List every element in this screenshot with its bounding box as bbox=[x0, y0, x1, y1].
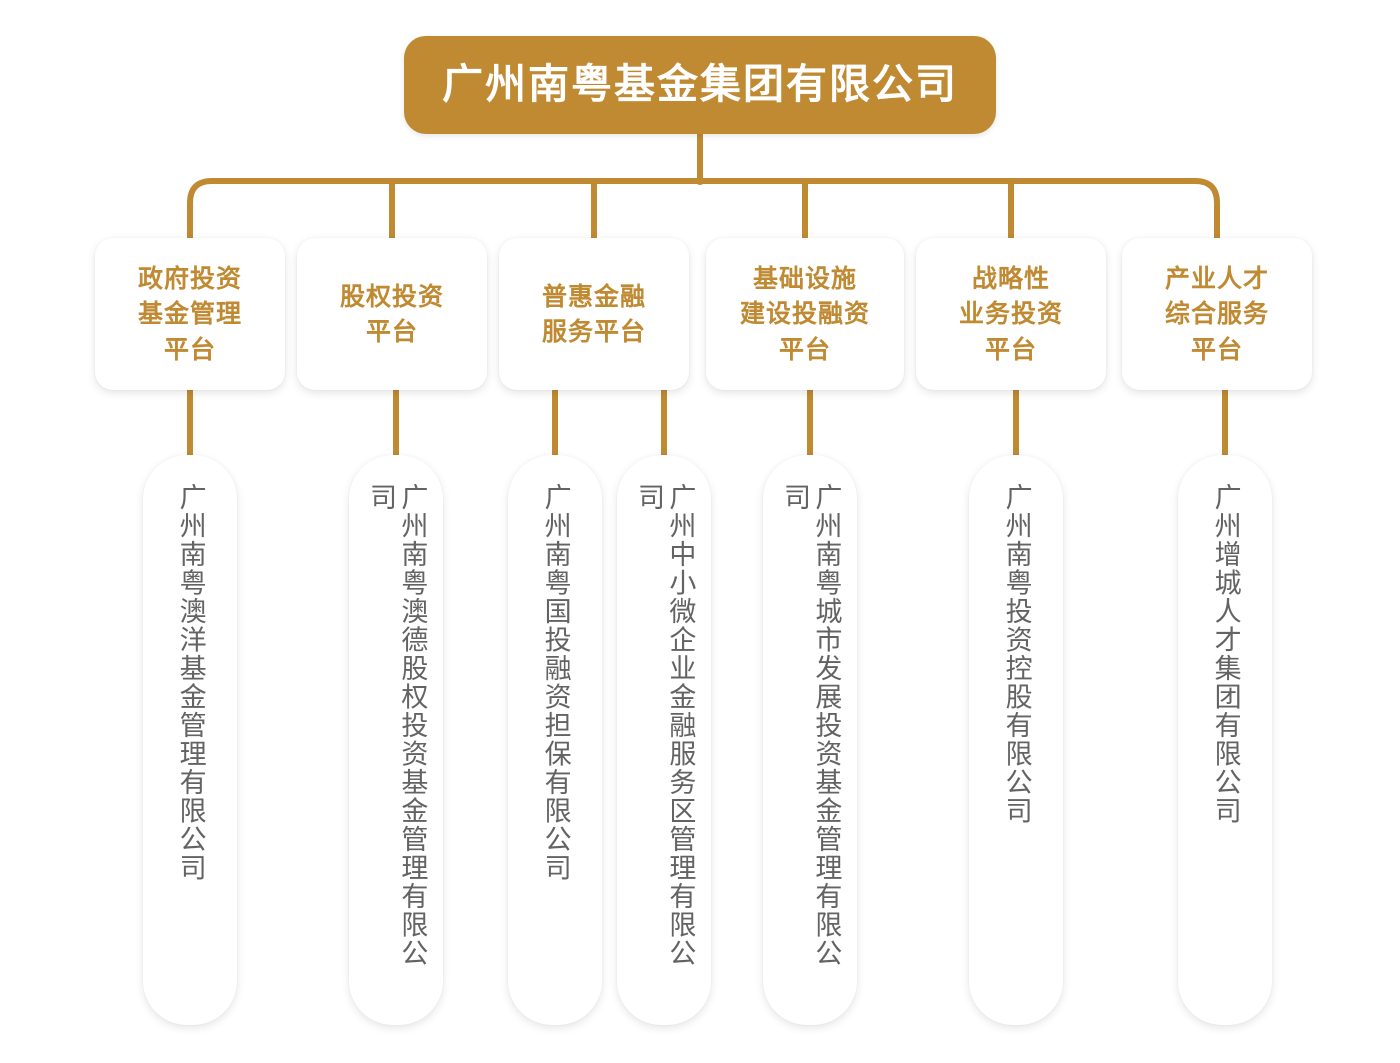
connector-bus bbox=[187, 178, 1220, 238]
subsidiary-node-label: 广州南粤城市发展投资基金管理有限公司 bbox=[779, 483, 842, 968]
subsidiary-node-label: 广州南粤投资控股有限公司 bbox=[1000, 483, 1032, 825]
platform-node-government-fund-management[interactable]: 政府投资 基金管理 平台 bbox=[95, 238, 285, 390]
subsidiary-node-label: 广州南粤国投融资担保有限公司 bbox=[539, 483, 571, 882]
platform-node-label: 产业人才 综合服务 平台 bbox=[1164, 263, 1269, 364]
subsidiary-node-label: 广州增城人才集团有限公司 bbox=[1209, 483, 1241, 825]
subsidiary-node-label: 广州南粤澳德股权投资基金管理有限公司 bbox=[365, 483, 428, 968]
subsidiary-node-label: 广州中小微企业金融服务区管理有限公司 bbox=[633, 483, 696, 968]
root-node-guangzhou-nanyue-fund-group[interactable]: 广州南粤基金集团有限公司 bbox=[404, 36, 996, 134]
platform-node-label: 股权投资 平台 bbox=[339, 281, 444, 347]
subsidiary-node-nanyue-aoyang-fund[interactable]: 广州南粤澳洋基金管理有限公司 bbox=[143, 455, 237, 1025]
subsidiary-node-nanyue-urban-dev-fund[interactable]: 广州南粤城市发展投资基金管理有限公司 bbox=[763, 455, 857, 1025]
platform-node-equity-investment[interactable]: 股权投资 平台 bbox=[297, 238, 487, 390]
root-node-label: 广州南粤基金集团有限公司 bbox=[442, 60, 958, 109]
subsidiary-node-nanyue-investment-hold[interactable]: 广州南粤投资控股有限公司 bbox=[969, 455, 1063, 1025]
platform-node-infrastructure-financing[interactable]: 基础设施 建设投融资 平台 bbox=[706, 238, 904, 390]
platform-node-inclusive-finance-service[interactable]: 普惠金融 服务平台 bbox=[499, 238, 689, 390]
platform-node-industry-talent-service[interactable]: 产业人才 综合服务 平台 bbox=[1122, 238, 1312, 390]
platform-node-strategic-business[interactable]: 战略性 业务投资 平台 bbox=[916, 238, 1106, 390]
platform-node-label: 政府投资 基金管理 平台 bbox=[137, 263, 242, 364]
connector-junction-dot bbox=[696, 177, 704, 185]
platform-node-label: 战略性 业务投资 平台 bbox=[958, 263, 1063, 364]
subsidiary-node-nanyue-guotou-guarantee[interactable]: 广州南粤国投融资担保有限公司 bbox=[508, 455, 602, 1025]
subsidiary-node-sme-finance-zone[interactable]: 广州中小微企业金融服务区管理有限公司 bbox=[617, 455, 711, 1025]
platform-node-label: 基础设施 建设投融资 平台 bbox=[739, 263, 870, 364]
subsidiary-node-label: 广州南粤澳洋基金管理有限公司 bbox=[174, 483, 206, 882]
platform-node-label: 普惠金融 服务平台 bbox=[541, 281, 646, 347]
subsidiary-node-nanyue-aode-equity-fund[interactable]: 广州南粤澳德股权投资基金管理有限公司 bbox=[349, 455, 443, 1025]
subsidiary-node-zengcheng-talent-group[interactable]: 广州增城人才集团有限公司 bbox=[1178, 455, 1272, 1025]
